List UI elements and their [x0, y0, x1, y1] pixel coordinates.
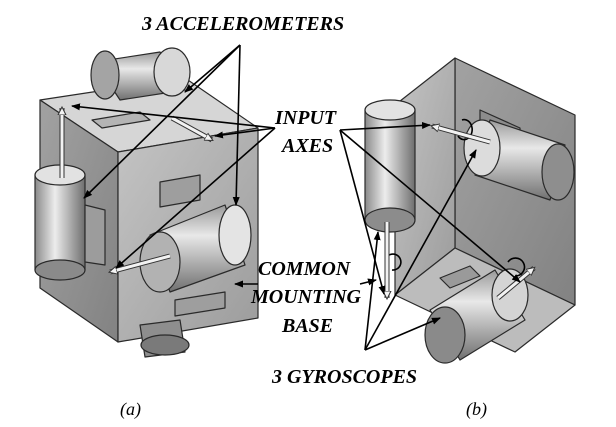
caption-b: (b) — [466, 399, 487, 420]
label-common: COMMON — [258, 258, 352, 280]
label-axes: AXES — [280, 135, 333, 157]
caption-a: (a) — [120, 399, 141, 420]
accelerometer-a-top — [90, 47, 191, 101]
label-base: BASE — [281, 315, 333, 337]
accelerometer-a-front — [139, 204, 252, 293]
bracket-a-right-upper — [159, 174, 201, 208]
assembly-a — [34, 47, 259, 358]
label-gyroscopes: 3 GYROSCOPES — [271, 366, 417, 388]
label-input: INPUT — [274, 107, 337, 129]
bracket-a-right-lower — [174, 291, 226, 317]
accelerometer-a-bottom-nub — [139, 319, 190, 358]
rotation-b-upper-icon — [457, 118, 473, 141]
axis-b-upper-arrow — [432, 126, 491, 144]
bracket-a-top — [91, 111, 151, 129]
axis-a-front-arrow — [110, 254, 171, 272]
axis-b-bottom-arrow — [497, 268, 534, 300]
assembly-b — [364, 57, 576, 364]
gyroscope-b-right — [463, 119, 575, 201]
leader-lines — [71, 44, 521, 351]
label-accelerometers: 3 ACCELEROMETERS — [141, 13, 344, 35]
gyroscope-b-left — [364, 99, 416, 233]
label-mounting: MOUNTING — [250, 286, 362, 308]
axis-a-top-arrow — [171, 116, 212, 142]
accelerometer-a-left — [34, 164, 106, 281]
bracket-b-lower — [439, 265, 481, 289]
